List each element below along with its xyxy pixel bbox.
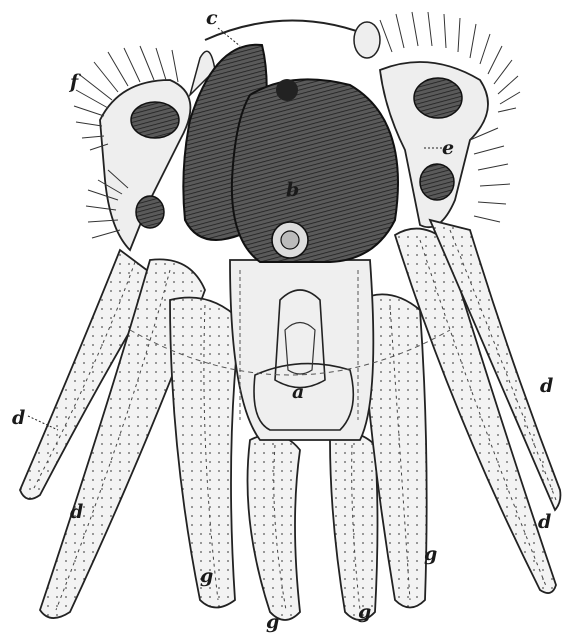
label-d-left: d: [12, 407, 25, 429]
label-d-right-upper: d: [540, 375, 553, 397]
label-a: a: [292, 381, 304, 403]
left-marginal-body: [100, 80, 190, 250]
tentacle-left-mid: [170, 298, 240, 608]
label-g-center-left: g: [266, 611, 279, 633]
label-d-left-arm: d: [70, 501, 83, 523]
label-d-right-lower: d: [538, 511, 551, 533]
tentacle-center-left: [248, 434, 301, 620]
label-b: b: [286, 179, 299, 201]
label-c: c: [206, 7, 218, 29]
label-f: f: [68, 71, 81, 93]
label-e: e: [442, 137, 454, 159]
gonad-b: [232, 79, 398, 262]
tentacle-center-right: [330, 434, 378, 620]
manubrium: [230, 260, 373, 440]
label-g-center-right: g: [358, 601, 371, 623]
label-g-left: g: [200, 565, 213, 587]
label-g-right: g: [424, 543, 437, 565]
